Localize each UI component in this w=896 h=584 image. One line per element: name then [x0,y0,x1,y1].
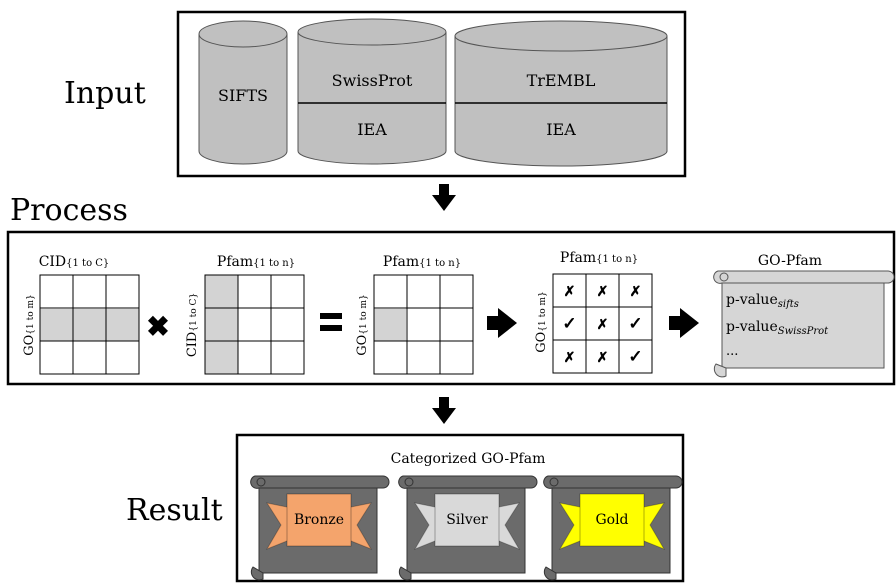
pfam-title-subscript: {1 to n} [253,258,295,269]
check-icon: ✓ [628,347,642,367]
svg-text:p-valuesifts: p-valuesifts [726,292,799,310]
stage-label-input: Input [64,76,146,111]
bronze-scroll: Bronze [250,475,390,581]
svg-text:p-valueSwissProt: p-valueSwissProt [726,319,829,337]
ribbon-badge-icon: Bronze [265,493,373,551]
multiply-icon: ✖ [146,310,169,343]
result-matrix: Pfam{1 to n} GO{1 to m} ✗ ✗ ✗ ✓ ✗ ✓ ✗ ✗ ✓ [534,250,653,374]
right-arrow-icon [669,308,699,338]
badge-label: Bronze [294,512,344,528]
go-pfam-scroll: GO-Pfam p-valuesifts p-valueSwissProt ..… [713,253,895,378]
go-side-3-subscript: {1 to m} [538,291,548,331]
go-side-subscript: {1 to m} [26,294,36,334]
sifts-database-cylinder: SIFTS [198,20,288,165]
cross-icon: ✗ [564,284,576,300]
pvalue-swissprot-subscript: SwissProt [778,326,829,337]
scroll-ellipsis: ... [726,344,738,359]
check-icon: ✓ [562,314,576,334]
cid-pfam-matrix: Pfam{1 to n} CID{1 to C} [185,254,305,375]
pfam-title-3-subscript: {1 to n} [596,254,638,265]
svg-text:CID{1 to C}: CID{1 to C} [39,254,110,270]
swissprot-iea-label: IEA [357,120,387,139]
gold-scroll: Gold [543,475,683,581]
go-pfam-matrix: Pfam{1 to n} GO{1 to m} [355,254,474,375]
down-arrow-icon [432,397,456,424]
pvalue-swissprot-label: p-value [726,319,778,335]
cross-icon: ✗ [597,284,609,300]
go-pfam-scroll-title: GO-Pfam [758,253,822,269]
svg-text:Pfam{1 to n}: Pfam{1 to n} [383,254,461,270]
cid-title-subscript: {1 to C} [66,258,109,269]
cross-icon: ✗ [597,350,609,366]
trembl-iea-label: IEA [546,120,576,139]
go-side-label-3: GO [534,332,549,353]
badge-label: Gold [595,512,628,528]
stage-label-process: Process [10,193,128,228]
pvalue-sifts-subscript: sifts [778,299,799,310]
swissprot-label: SwissProt [332,71,413,90]
down-arrow-icon [432,184,456,211]
cid-side-label: CID [185,332,200,358]
cid-side-subscript: {1 to C} [189,293,199,332]
go-cid-matrix: CID{1 to C} GO{1 to m} [22,254,140,375]
pvalue-sifts-label: p-value [726,292,778,308]
categorized-title: Categorized GO-Pfam [391,451,546,467]
trembl-database-cylinder: TrEMBL IEA [454,20,668,167]
svg-text:GO{1 to m}: GO{1 to m} [534,291,549,353]
ribbon-badge-icon: Gold [558,493,666,551]
go-side-label-2: GO [355,335,370,356]
pfam-title-2: Pfam [383,254,419,270]
go-side-label: GO [22,335,37,356]
pfam-title-3: Pfam [560,250,596,266]
trembl-label: TrEMBL [527,71,596,90]
cid-title: CID [39,254,66,270]
silver-scroll: Silver [398,475,538,581]
svg-text:GO{1 to m}: GO{1 to m} [355,294,370,356]
right-arrow-icon [487,308,517,338]
ribbon-badge-icon: Silver [413,493,521,551]
go-side-2-subscript: {1 to m} [359,294,369,334]
svg-text:Pfam{1 to n}: Pfam{1 to n} [560,250,638,266]
check-icon: ✓ [628,314,642,334]
swissprot-database-cylinder: SwissProt IEA [297,18,447,165]
cross-icon: ✗ [564,350,576,366]
svg-text:CID{1 to C}: CID{1 to C} [185,293,200,357]
cross-icon: ✗ [597,317,609,333]
cross-icon: ✗ [630,284,642,300]
equals-icon [320,313,342,331]
badge-label: Silver [446,512,488,528]
sifts-label: SIFTS [218,86,268,105]
pfam-title-2-subscript: {1 to n} [419,258,461,269]
svg-text:GO{1 to m}: GO{1 to m} [22,294,37,356]
svg-text:Pfam{1 to n}: Pfam{1 to n} [217,254,295,270]
stage-label-result: Result [126,493,223,528]
pfam-title: Pfam [217,254,253,270]
